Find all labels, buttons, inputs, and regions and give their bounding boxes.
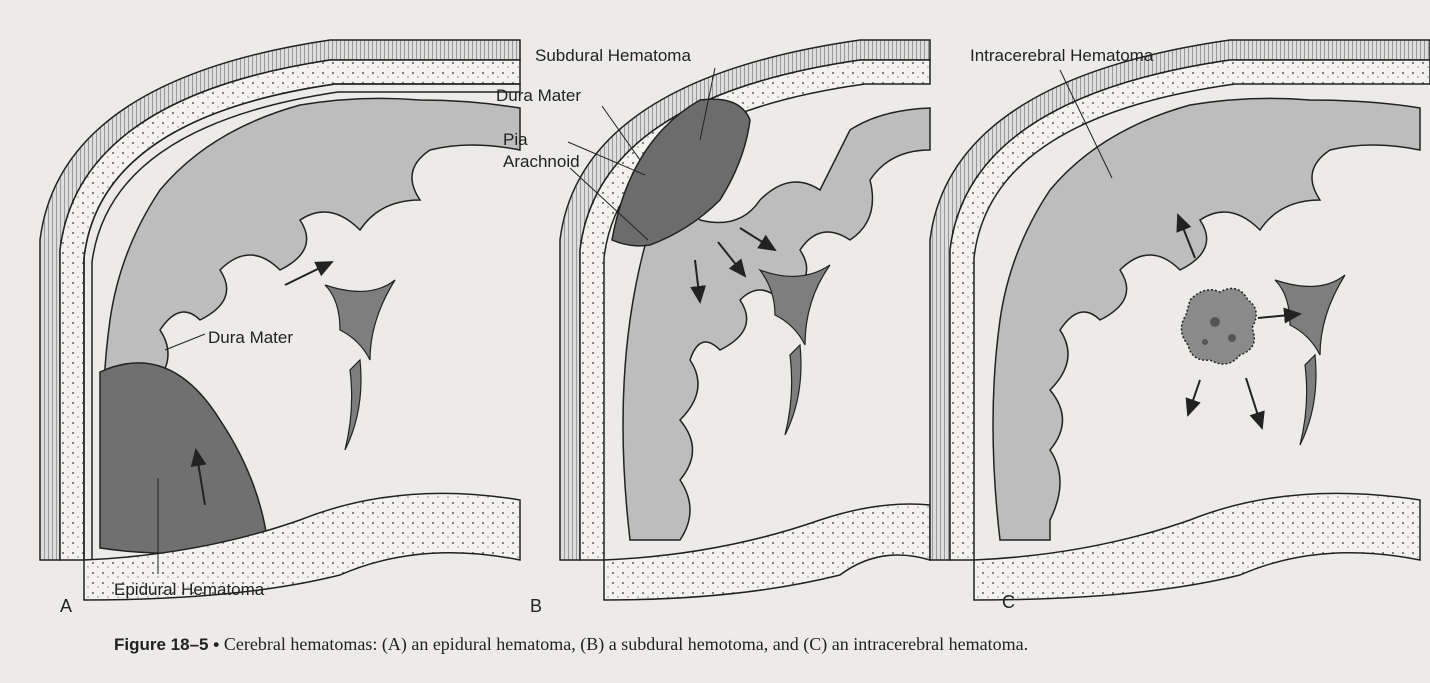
panel-b-drawing [560, 40, 930, 600]
panel-letter-a: A [60, 596, 72, 617]
label-dura-mater-a: Dura Mater [208, 328, 293, 348]
panel-c-drawing [930, 40, 1430, 600]
dura-leader [165, 334, 205, 350]
ventricle [1300, 355, 1316, 445]
label-arachnoid: Arachnoid [503, 152, 580, 172]
label-dura-mater-b: Dura Mater [496, 86, 581, 106]
panel-letter-c: C [1002, 592, 1015, 613]
mass-effect-arrow [1188, 380, 1200, 415]
label-epidural-hematoma: Epidural Hematoma [114, 580, 264, 600]
ventricle [325, 280, 395, 360]
mass-effect-arrow [1246, 378, 1262, 428]
mass-effect-arrow [285, 262, 332, 285]
epidural-hematoma [100, 363, 268, 553]
figure-caption: Figure 18–5 • Cerebral hematomas: (A) an… [114, 634, 1354, 655]
figure-number: Figure 18–5 • [114, 635, 219, 654]
ventricle [345, 360, 361, 450]
label-intracerebral-hematoma: Intracerebral Hematoma [970, 46, 1153, 66]
figure-caption-text: Cerebral hematomas: (A) an epidural hema… [224, 634, 1028, 654]
panel-letter-b: B [530, 596, 542, 617]
ventricle [760, 265, 830, 345]
panel-a-drawing [40, 40, 520, 600]
label-subdural-hematoma: Subdural Hematoma [535, 46, 691, 66]
ventricle [785, 345, 801, 435]
intracerebral-hematoma [1181, 288, 1256, 364]
label-pia: Pia [503, 130, 528, 150]
